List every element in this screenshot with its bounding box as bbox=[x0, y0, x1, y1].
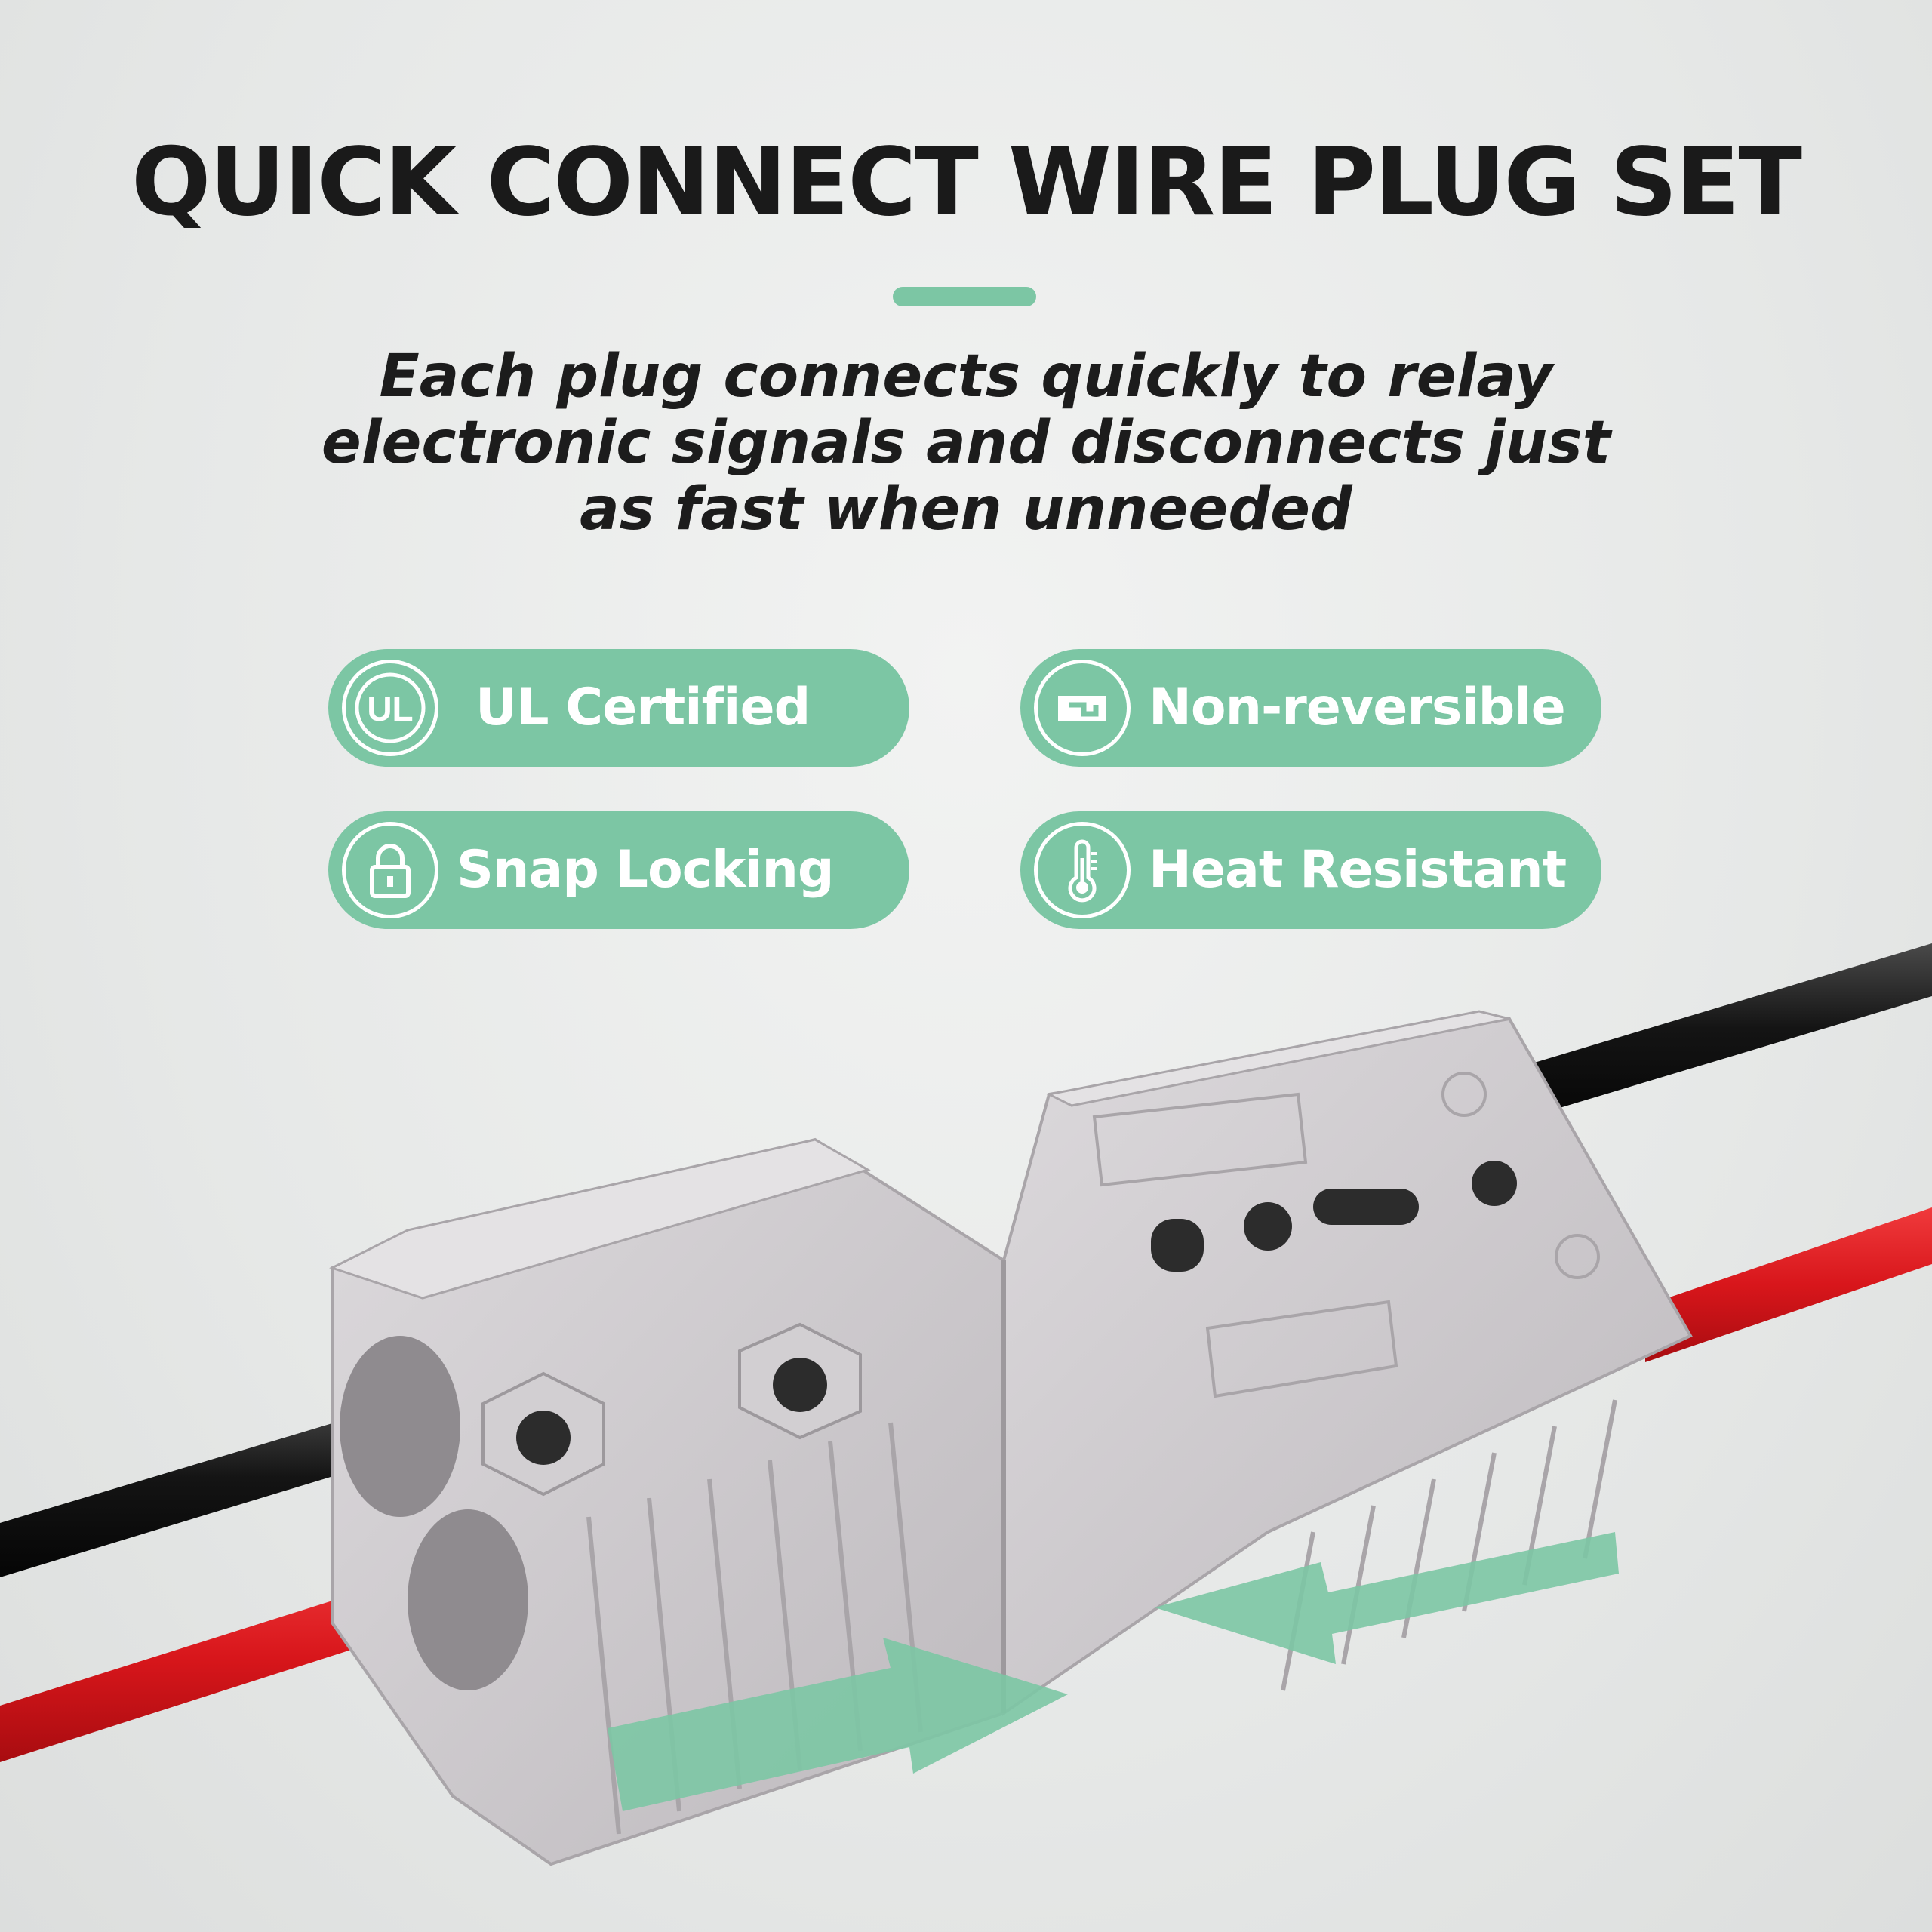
thermometer-icon bbox=[1034, 822, 1131, 918]
subtitle: Each plug connects quickly to relay elec… bbox=[249, 343, 1683, 543]
feature-label-snap-locking: Snap Locking bbox=[457, 840, 835, 900]
black-wire-left bbox=[0, 1396, 423, 1577]
ul-logo-icon: UL bbox=[342, 660, 438, 756]
ul-logo-text: UL bbox=[367, 689, 413, 728]
subtitle-line-3: as fast when unneeded bbox=[580, 475, 1352, 543]
arrow-right-icon bbox=[608, 1638, 1068, 1811]
non-reversible-icon bbox=[1034, 660, 1131, 756]
title-underline-divider bbox=[893, 287, 1036, 306]
subtitle-line-1: Each plug connects quickly to relay bbox=[379, 343, 1553, 411]
feature-label-heat-resistant: Heat Resistant bbox=[1149, 840, 1567, 900]
feature-label-ul-certified: UL Certified bbox=[475, 678, 811, 737]
black-wire-right bbox=[1479, 943, 1932, 1132]
arrow-left-icon bbox=[1155, 1532, 1619, 1664]
feature-pill-ul-certified: UL UL Certified bbox=[328, 649, 909, 767]
feature-label-non-reversible: Non-reversible bbox=[1149, 678, 1566, 737]
connector-product-image bbox=[0, 943, 1932, 1866]
page-title: QUICK CONNECT WIRE PLUG SET bbox=[131, 128, 1802, 237]
feature-pill-snap-locking: Snap Locking bbox=[328, 811, 909, 929]
subtitle-line-2: electronic signals and disconnects just bbox=[321, 409, 1611, 477]
feature-pill-heat-resistant: Heat Resistant bbox=[1020, 811, 1601, 929]
padlock-icon bbox=[342, 822, 438, 918]
red-wire-right bbox=[1645, 1208, 1932, 1362]
feature-pill-non-reversible: Non-reversible bbox=[1020, 649, 1601, 767]
connector-housing-right bbox=[1002, 1010, 1693, 1716]
